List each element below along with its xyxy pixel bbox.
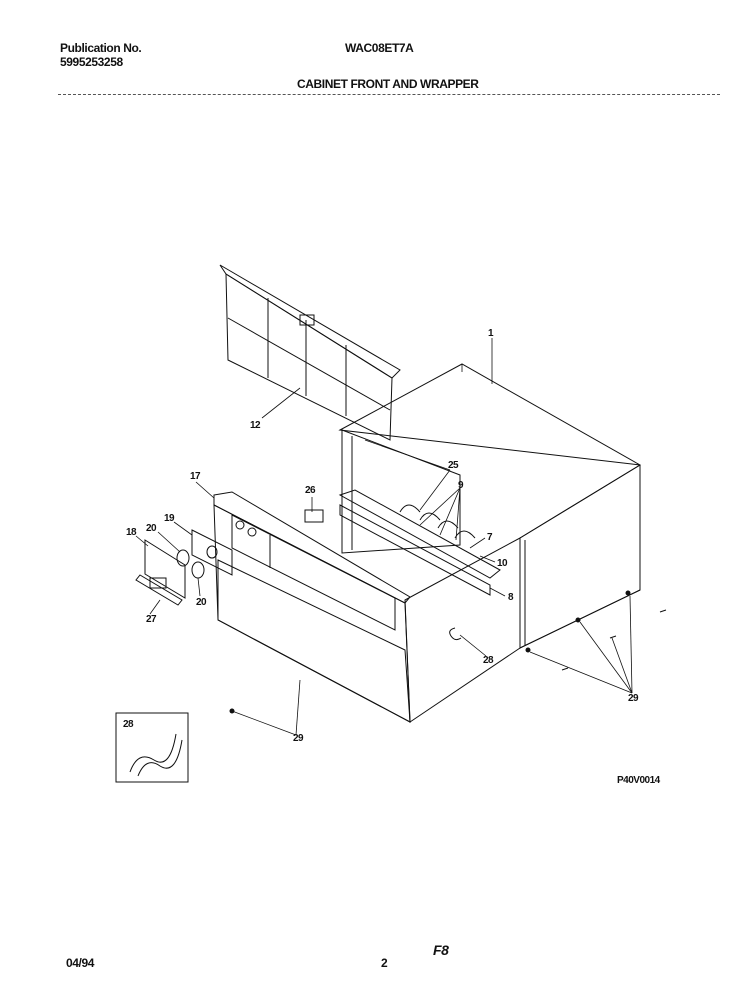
callout-26: 26	[305, 485, 316, 496]
callout-9: 9	[458, 480, 464, 491]
callout-29b: 29	[628, 693, 639, 704]
callout-25: 25	[448, 460, 459, 471]
callout-19: 19	[164, 513, 175, 524]
figure-code: P40V0014	[617, 775, 661, 786]
model-number: WAC08ET7A	[345, 41, 414, 55]
callout-20b: 20	[196, 597, 207, 608]
publication-number: 5995253258	[60, 55, 123, 69]
callout-29a: 29	[293, 733, 304, 744]
screws	[229, 590, 667, 714]
callout-28-inset: 28	[123, 719, 134, 730]
leader-lines	[135, 338, 633, 736]
callout-8: 8	[508, 592, 514, 603]
callout-28: 28	[483, 655, 494, 666]
callout-7: 7	[487, 532, 493, 543]
header-rule	[58, 94, 720, 95]
internal-divider	[341, 429, 461, 554]
louver-assembly	[304, 489, 501, 596]
callout-labels: 1 12 25 9 26 17 19 18 20 20 27 7 10 8 28…	[123, 328, 661, 786]
cabinet-wrapper	[338, 363, 641, 723]
callout-10: 10	[497, 558, 508, 569]
callout-27: 27	[146, 614, 157, 625]
footer-date: 04/94	[66, 956, 95, 970]
callout-18: 18	[126, 527, 137, 538]
air-filter	[219, 264, 401, 441]
publication-label: Publication No.	[60, 41, 142, 55]
callout-17: 17	[190, 471, 201, 482]
callout-1: 1	[488, 328, 494, 339]
control-parts	[135, 529, 233, 606]
callout-12: 12	[250, 420, 261, 431]
callout-20a: 20	[146, 523, 157, 534]
page-number: 2	[381, 956, 388, 970]
footer-mark: F8	[433, 942, 449, 958]
section-title: CABINET FRONT AND WRAPPER	[297, 77, 479, 91]
front-panel	[213, 491, 411, 723]
clip-inset	[115, 627, 462, 783]
